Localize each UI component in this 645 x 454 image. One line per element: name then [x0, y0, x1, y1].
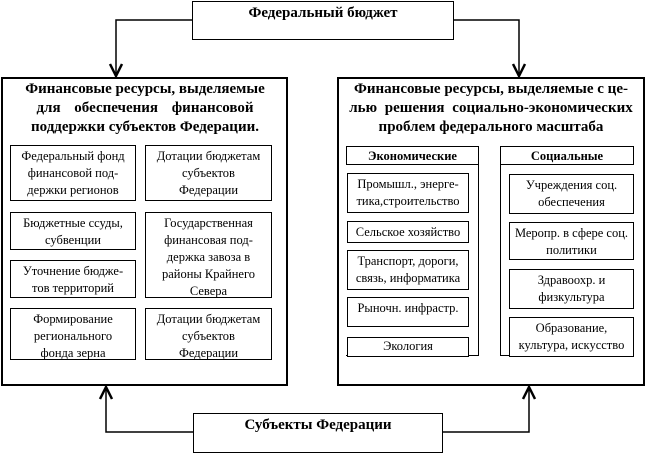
left-item-budget-refinement: Уточнение бюдже-тов территорий	[10, 260, 136, 298]
econ-item-transport: Транспорт, дороги,связь, информатика	[347, 250, 469, 290]
left-panel-title: Финансовые ресурсы, выделяемые для обесп…	[25, 81, 265, 135]
social-item-social-policy: Меропр. в сфере соц.политики	[509, 222, 634, 260]
econ-item-ecology: Экология	[347, 337, 469, 357]
federation-subjects-label: Субъекты Федерации	[244, 417, 392, 433]
econ-item-agriculture: Сельское хозяйство	[347, 221, 469, 243]
arrowhead-down-right	[511, 63, 527, 79]
federal-budget-box: Федеральный бюджет	[192, 1, 454, 40]
left-item-budget-loans: Бюджетные ссуды,субвенции	[10, 212, 136, 250]
social-item-education-culture: Образование,культура, искусство	[509, 317, 634, 357]
federation-subjects-box: Субъекты Федерации	[193, 413, 443, 453]
right-panel-title: Финансовые ресурсы, выделяемые с це- лью…	[349, 81, 633, 135]
arrow-budget-to-left	[115, 19, 192, 76]
arrow-subjects-to-right	[442, 387, 530, 433]
arrow-subjects-to-left	[105, 387, 193, 433]
arrow-budget-to-right	[453, 19, 520, 76]
arrowhead-up-right	[521, 384, 537, 400]
social-column-header: Социальные	[500, 146, 634, 165]
econ-item-industry: Промышл., энерге-тика,строительство	[347, 173, 469, 213]
federal-budget-label: Федеральный бюджет	[248, 5, 398, 21]
econ-item-market-infrastructure: Рыночн. инфрастр.	[347, 297, 469, 327]
social-item-welfare-institutions: Учреждения соц.обеспечения	[509, 174, 634, 214]
arrowhead-down-left	[108, 63, 124, 79]
economic-column-header: Экономические	[346, 146, 479, 165]
arrowhead-up-left	[98, 384, 114, 400]
